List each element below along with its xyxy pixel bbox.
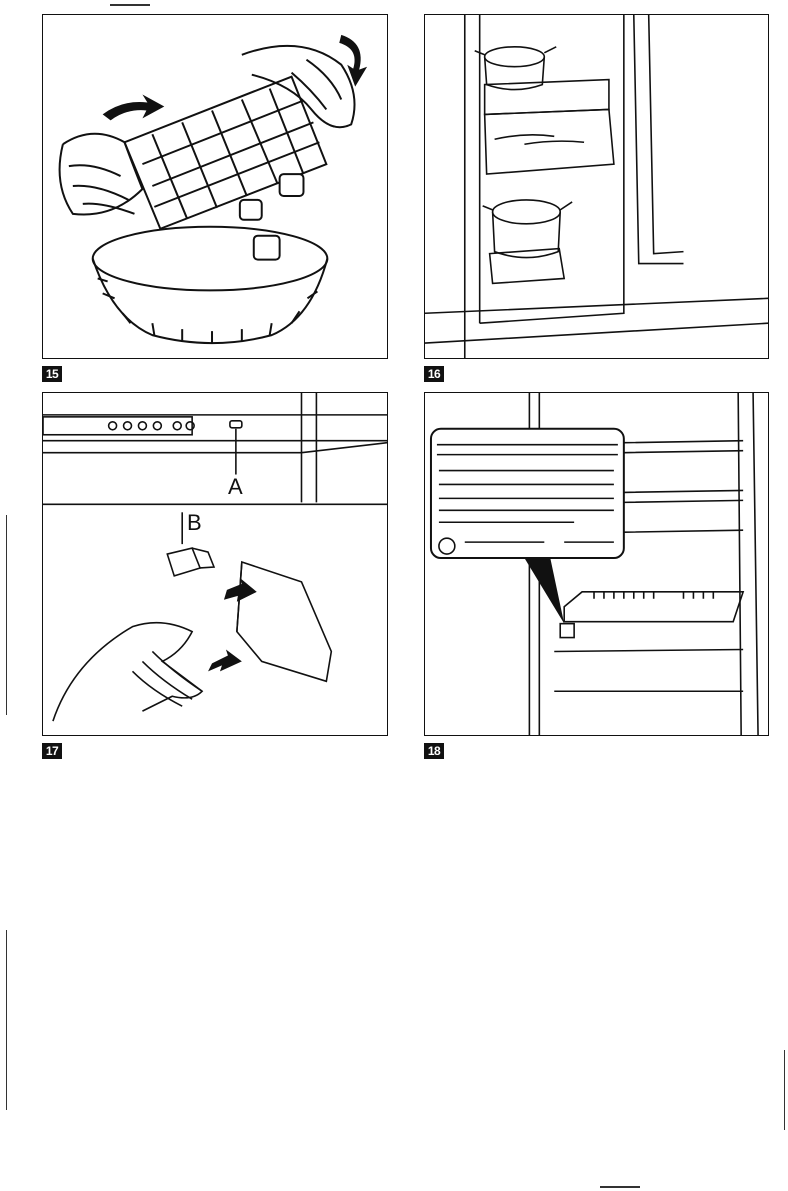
figure-16-number: 16 <box>424 366 444 382</box>
figure-17-number: 17 <box>42 743 62 759</box>
rating-plate-illustration <box>425 393 768 735</box>
figure-16-panel <box>424 14 769 359</box>
top-margin-mark <box>110 4 150 6</box>
ice-tray-illustration <box>43 15 387 358</box>
figure-17-panel <box>42 392 388 736</box>
right-margin-mark <box>784 1050 785 1130</box>
freezer-pots-illustration <box>425 15 768 358</box>
figure-15-number: 15 <box>42 366 62 382</box>
left-margin-mark <box>6 515 7 715</box>
lamp-replacement-illustration <box>43 393 387 735</box>
left-margin-mark <box>6 930 7 1110</box>
label-a: A <box>228 474 243 500</box>
figure-18-panel <box>424 392 769 736</box>
label-b: B <box>187 510 202 536</box>
figure-15-panel <box>42 14 388 359</box>
bottom-margin-mark <box>600 1186 640 1188</box>
figure-18-number: 18 <box>424 743 444 759</box>
